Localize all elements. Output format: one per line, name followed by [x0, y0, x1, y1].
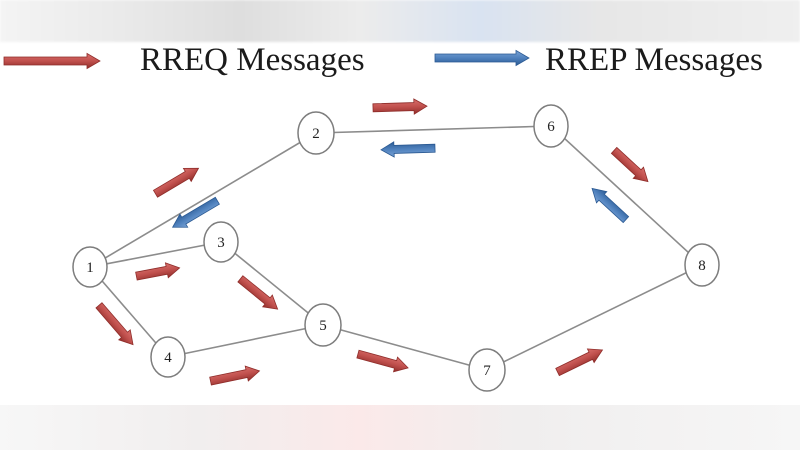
node-label: 4	[164, 350, 172, 366]
node-circle	[304, 303, 342, 347]
rreq-arrow-4-5	[209, 365, 261, 386]
rreq-arrow-5-7	[356, 349, 409, 373]
edge-5-7	[322, 324, 488, 371]
legend-rrep-label: RREP Messages	[545, 42, 763, 78]
rrep-arrow-8-6	[591, 187, 630, 224]
blurred-background-bottom	[0, 405, 800, 450]
node-circle	[72, 246, 108, 288]
rrep-arrow-2-1	[171, 196, 220, 228]
edge-7-8	[486, 264, 703, 371]
blurred-background-top	[0, 0, 800, 42]
rrep-arrow-6-2	[380, 141, 436, 158]
node-4: 4	[150, 336, 186, 378]
rreq-arrow-1-2	[152, 167, 200, 198]
edge-4-5	[167, 324, 324, 358]
node-label: 8	[698, 258, 706, 274]
node-circle	[203, 221, 239, 263]
legend-rreq-arrow	[3, 52, 101, 70]
node-6: 6	[533, 104, 569, 148]
edge-1-3	[89, 241, 222, 268]
edge-1-4	[89, 266, 169, 358]
node-circle	[297, 111, 335, 155]
node-5: 5	[304, 303, 342, 347]
edge-3-5	[220, 241, 324, 326]
node-circle	[468, 348, 506, 392]
edge-1-2	[89, 132, 317, 268]
node-circle	[684, 243, 720, 287]
node-1: 1	[72, 246, 108, 288]
node-label: 6	[547, 119, 555, 135]
legend-rreq-label: RREQ Messages	[140, 42, 365, 78]
node-8: 8	[684, 243, 720, 287]
node-label: 5	[319, 318, 327, 334]
legend-rrep-arrow	[434, 49, 530, 67]
node-label: 2	[312, 126, 320, 142]
rreq-arrow-1-4	[95, 302, 134, 346]
rreq-arrow-2-6	[372, 98, 428, 115]
rreq-arrow-1-3	[135, 262, 181, 281]
node-label: 3	[217, 235, 225, 251]
node-circle	[533, 104, 569, 148]
edge-2-6	[315, 125, 552, 134]
edge-6-8	[550, 125, 703, 266]
node-label: 1	[86, 260, 94, 276]
node-label: 7	[483, 363, 491, 379]
rreq-arrow-6-8	[610, 146, 649, 183]
node-7: 7	[468, 348, 506, 392]
rreq-arrow-7-8	[555, 348, 604, 377]
node-circle	[150, 336, 186, 378]
node-2: 2	[297, 111, 335, 155]
rreq-arrow-3-5	[237, 275, 279, 310]
node-3: 3	[203, 221, 239, 263]
